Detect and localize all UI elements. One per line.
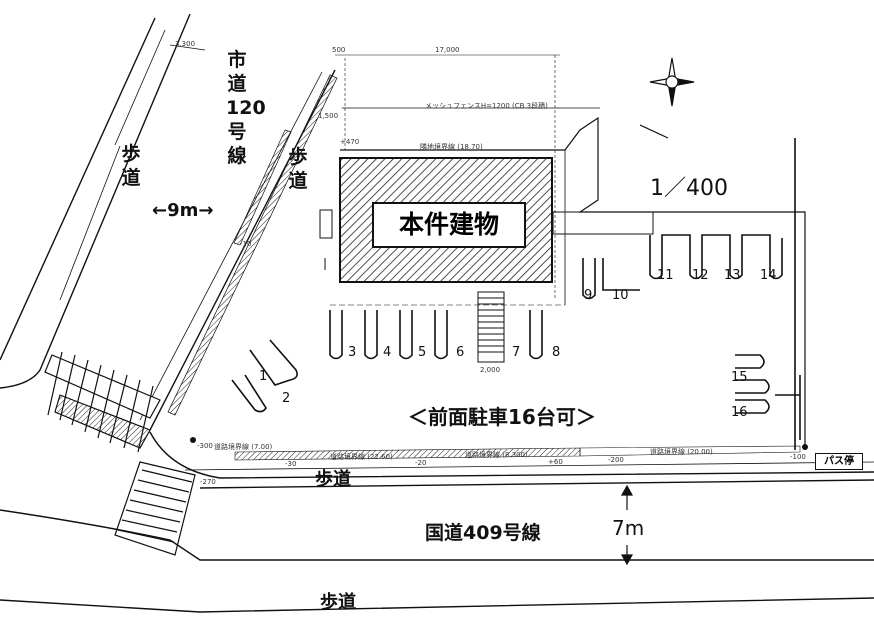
national-road-name: 国道409号線 [425,522,541,544]
parking-number: 10 [612,288,629,303]
parking-number: 9 [584,288,593,303]
elevation: -100 [790,453,806,461]
scale-label: 1／400 [650,176,728,201]
sidewalk-label-bottom: 歩道 [320,592,356,613]
site-boundary [335,54,806,450]
elevation: -300 [197,442,213,450]
parking-number: 5 [418,345,427,360]
boundary-note: 道路境界線 (7.00) [214,443,273,451]
boundary-note: 道路境界線 (8.300) [465,451,528,459]
boundary-note: 隣地境界線 (18.70) [420,143,483,151]
sidewalk-label-east: 歩道 [288,146,308,192]
sidewalk-label-west: 歩道 [121,143,141,189]
elevation: +60 [548,458,563,466]
elevation: -10 [240,240,252,248]
parking-number: 16 [731,405,748,420]
boundary-note: 道路境界線 (20.00) [650,448,713,456]
dim-text: 2,000 [480,366,501,374]
road-width-arrow [620,484,634,566]
parking-number: 4 [383,345,392,360]
parking-slots [231,234,801,440]
parking-number: 8 [552,345,561,360]
entrance-stairs [477,291,505,363]
parking-number: 3 [348,345,357,360]
road-width-city: ←9m→ [152,200,214,221]
curb-strip-south [234,445,801,461]
north-arrow-icon [639,57,695,139]
dim-text: 1,500 [318,112,339,120]
parking-number: 15 [731,370,748,385]
city-road-name: 市道120号線 [226,49,266,167]
parking-number: 12 [692,268,709,283]
curb-strip-west [167,74,338,416]
building-label: 本件建物 [372,202,526,248]
bus-stop-sign: パス停 [815,453,863,470]
elevation: -270 [200,478,216,486]
markers [190,437,808,450]
rear-annex [319,209,654,270]
national-road [0,431,874,613]
elevation: -200 [608,456,624,464]
parking-number: 2 [282,391,291,406]
elevation: -20 [415,459,427,467]
parking-number: 7 [512,345,521,360]
fence-note: メッシュフェンスH=1200 (CB 3段積) [425,102,548,110]
parking-number: 11 [657,268,674,283]
parking-number: 1 [259,369,268,384]
dim-text: +470 [340,138,360,146]
road-width-national: 7m [612,516,645,540]
dim-text: 3,300 [175,40,196,48]
parking-number: 6 [456,345,465,360]
elevation: -30 [285,460,297,468]
dim-text: 500 [332,46,346,54]
boundary-note: 道路境界線 (22.60) [330,453,393,461]
dim-text: 17,000 [435,46,460,54]
crosswalk-south [114,461,196,556]
sidewalk-label-south: 歩道 [315,469,351,490]
parking-number: 13 [724,268,741,283]
crosswalk-north [44,351,161,453]
parking-number: 14 [760,268,777,283]
parking-note: ＜前面駐車16台可＞ [408,405,596,429]
